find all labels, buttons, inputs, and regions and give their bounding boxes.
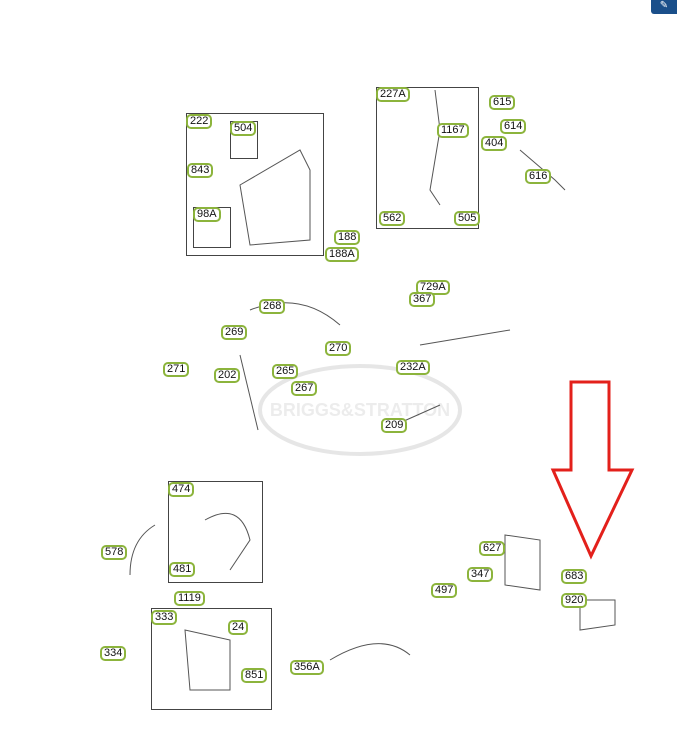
part-label-497[interactable]: 497 (431, 583, 458, 598)
part-label-851[interactable]: 851 (241, 668, 268, 683)
part-label-683[interactable]: 683 (561, 569, 588, 584)
part-label-188A[interactable]: 188A (325, 247, 359, 262)
part-label-347[interactable]: 347 (467, 567, 494, 582)
part-label-222[interactable]: 222 (186, 114, 213, 129)
part-label-614[interactable]: 614 (500, 119, 527, 134)
group-box-474 (168, 481, 263, 583)
part-label-615[interactable]: 615 (489, 95, 516, 110)
part-label-265[interactable]: 265 (272, 364, 299, 379)
part-label-334[interactable]: 334 (100, 646, 127, 661)
part-label-271[interactable]: 271 (163, 362, 190, 377)
part-label-505[interactable]: 505 (454, 211, 481, 226)
part-label-202[interactable]: 202 (214, 368, 241, 383)
part-label-578[interactable]: 578 (101, 545, 128, 560)
tool-icon[interactable]: ✎ (651, 0, 677, 14)
part-label-24[interactable]: 24 (228, 620, 249, 635)
part-label-269[interactable]: 269 (221, 325, 248, 340)
part-label-367[interactable]: 367 (409, 292, 436, 307)
part-label-616[interactable]: 616 (525, 169, 552, 184)
part-label-356A[interactable]: 356A (290, 660, 324, 675)
part-label-481[interactable]: 481 (169, 562, 196, 577)
part-label-232A[interactable]: 232A (396, 360, 430, 375)
part-label-188[interactable]: 188 (334, 230, 361, 245)
part-label-268[interactable]: 268 (259, 299, 286, 314)
part-label-504[interactable]: 504 (230, 121, 257, 136)
watermark-logo: BRIGGS&STRATTON (258, 364, 462, 456)
part-label-267[interactable]: 267 (291, 381, 318, 396)
part-label-843[interactable]: 843 (187, 163, 214, 178)
part-label-1167[interactable]: 1167 (437, 123, 469, 138)
part-label-1119[interactable]: 1119 (174, 591, 205, 606)
part-label-270[interactable]: 270 (325, 341, 352, 356)
part-label-920[interactable]: 920 (561, 593, 588, 608)
group-box-227A (376, 87, 479, 229)
red-arrow (550, 380, 635, 560)
part-label-404[interactable]: 404 (481, 136, 508, 151)
part-label-209[interactable]: 209 (381, 418, 408, 433)
part-label-333[interactable]: 333 (151, 610, 178, 625)
group-box-333 (151, 608, 272, 710)
part-label-474[interactable]: 474 (168, 482, 195, 497)
group-box-222 (186, 113, 324, 256)
part-label-227A[interactable]: 227A (376, 87, 410, 102)
part-label-98A[interactable]: 98A (193, 207, 221, 222)
part-label-562[interactable]: 562 (379, 211, 406, 226)
part-label-627[interactable]: 627 (479, 541, 506, 556)
svg-text:BRIGGS&STRATTON: BRIGGS&STRATTON (270, 400, 450, 420)
